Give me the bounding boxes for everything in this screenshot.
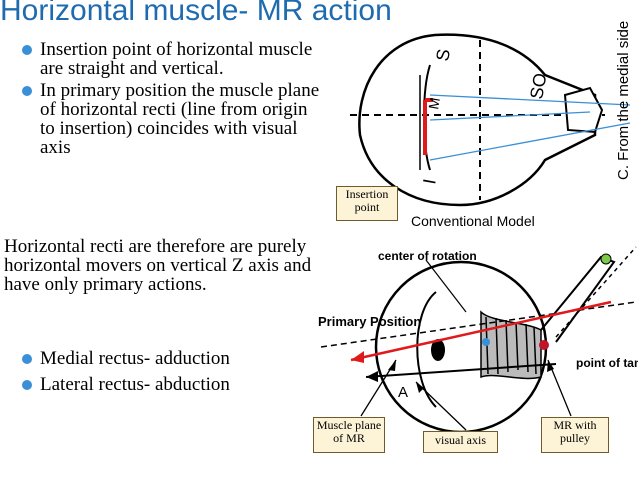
bullet-item: Insertion point of horizontal muscle are… <box>22 40 322 78</box>
side-caption: C. From the medial side <box>615 21 632 180</box>
center-pointer <box>425 259 467 313</box>
insertion-callout: Insertion point <box>336 186 398 221</box>
visual-axis-arrowhead <box>366 371 378 382</box>
bullet-text: Medial rectus- adduction <box>40 348 230 369</box>
cornea <box>416 291 437 408</box>
label-i: I <box>419 177 440 185</box>
pupil <box>431 339 445 361</box>
tangency-label: point of tangency <box>576 356 638 370</box>
muscle-plane-callout: Muscle plane of MR <box>313 417 385 453</box>
visual-axis-arrow <box>365 363 557 378</box>
bullet-icon <box>22 45 32 55</box>
pointer-visual-axis <box>415 381 467 431</box>
bullet-text: In primary position the muscle plane of … <box>40 80 320 158</box>
center-dot <box>482 338 490 346</box>
muscle-plane-line-2 <box>429 122 631 161</box>
bullet-item: In primary position the muscle plane of … <box>22 81 322 157</box>
red-muscle-plane <box>350 300 612 362</box>
visual-axis-callout: visual axis <box>423 431 498 453</box>
pointer-visual-axis-head <box>416 382 424 393</box>
top-eye-diagram: S SO I M C. From the medial side <box>350 21 632 207</box>
dashed-axis <box>320 301 637 348</box>
bullet-list-bottom: Medial rectus- adduction Lateral rectus-… <box>22 349 322 394</box>
slide-title: Horizontal muscle- MR action <box>0 0 392 27</box>
bullet-icon <box>22 380 32 390</box>
pulley-ring <box>600 253 612 265</box>
label-s: S <box>432 47 454 62</box>
paragraph: Horizontal recti are therefore are purel… <box>4 236 312 295</box>
pulley-strap <box>540 255 616 343</box>
label-so: SO <box>526 72 550 101</box>
primary-position-label: Primary Position <box>318 314 421 329</box>
tangency-dot <box>539 340 549 350</box>
so-muscle <box>563 86 604 134</box>
bullet-text: Lateral rectus- abduction <box>40 374 230 395</box>
muscle-plane-line-3 <box>429 111 591 121</box>
bullet-item: Medial rectus- adduction <box>22 349 322 368</box>
mr-pulley-callout: MR with pulley <box>541 417 609 453</box>
red-arrowhead <box>351 351 364 363</box>
bullet-icon <box>22 86 32 96</box>
bullet-icon <box>22 354 32 364</box>
label-m: M <box>425 96 443 110</box>
dashed-to-pulley <box>555 246 637 338</box>
eye-outline <box>358 33 597 207</box>
center-rotation-text: center of rotation <box>378 249 477 263</box>
label-a: A <box>398 384 408 401</box>
bullet-item: Lateral rectus- abduction <box>22 375 322 394</box>
model-heading: Conventional Model <box>411 213 535 229</box>
muscle-plane-line-1 <box>429 94 631 106</box>
center-rotation-label: center of rotation <box>378 249 477 263</box>
pointer-pulley-head <box>547 360 554 372</box>
bullet-list-top: Insertion point of horizontal muscle are… <box>22 40 322 157</box>
bullet-text: Insertion point of horizontal muscle are… <box>40 39 313 79</box>
pointer-muscle-plane-head <box>388 360 396 371</box>
